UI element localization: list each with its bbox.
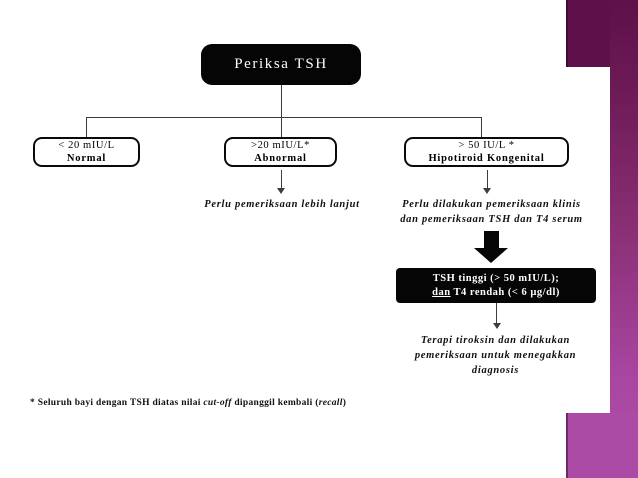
node-periksa-tsh: Periksa TSH	[201, 44, 361, 85]
annotation-conclusion-line2: pemeriksaan untuk menegakkan	[414, 350, 577, 362]
node-tsh-result: TSH tinggi (> 50 mIU/L); dan T4 rendah (…	[396, 268, 596, 303]
node-abnormal-line2: Abnormal	[254, 153, 307, 164]
connector-branch-bus	[86, 117, 481, 119]
connector-congenital-down	[486, 170, 488, 190]
annotation-abnormal: Perlu pemeriksaan lebih lanjut	[168, 197, 396, 212]
decoration-top-edge	[566, 0, 569, 67]
footnote: * Seluruh bayi dengan TSH diatas nilai c…	[30, 398, 346, 408]
decoration-bottom-edge	[566, 413, 569, 478]
thick-arrow-head	[474, 248, 508, 263]
node-hipotiroid-kongenital: > 50 IU/L * Hipotiroid Kongenital	[404, 137, 569, 167]
footnote-part3: )	[342, 398, 347, 408]
connector-result-down	[496, 303, 498, 325]
annotation-congenital-line2: dan pemeriksaan TSH dan T4 serum	[400, 214, 583, 226]
annotation-conclusion-line1: Terapi tiroksin dan dilakukan	[420, 335, 571, 346]
node-congenital-line1: > 50 IU/L *	[458, 139, 515, 151]
connector-abnormal-down	[280, 170, 282, 190]
flowchart: Periksa TSH < 20 mIU/L Normal >20 mIU/L*…	[30, 44, 613, 408]
footnote-part2: dipanggil kembali (	[231, 398, 319, 408]
node-result-line2-rest: T4 rendah (< 6 µg/dl)	[450, 286, 560, 298]
thick-down-arrow-icon	[474, 231, 509, 263]
decoration-bottom-right-block	[568, 413, 638, 478]
connector-to-congenital	[481, 117, 483, 137]
annotation-conclusion: Terapi tiroksin dan dilakukan pemeriksaa…	[378, 333, 613, 379]
connector-to-abnormal	[280, 117, 282, 137]
arrowhead-abnormal	[277, 188, 285, 194]
decoration-right-strip	[610, 0, 638, 478]
node-result-line1: TSH tinggi (> 50 mIU/L);	[432, 273, 560, 285]
footnote-marker: *	[30, 398, 36, 408]
footnote-italic-recall: recall	[318, 398, 343, 408]
annotation-congenital: Perlu dilakukan pemeriksaan klinis dan p…	[377, 197, 606, 227]
node-result-underlined-dan: dan	[432, 286, 451, 298]
thick-arrow-stem	[484, 231, 499, 248]
node-abnormal-line1: >20 mIU/L*	[251, 139, 310, 151]
node-normal-line1: < 20 mIU/L	[58, 139, 115, 151]
arrowhead-conclusion	[492, 323, 501, 329]
arrowhead-congenital	[483, 188, 491, 194]
node-normal: < 20 mIU/L Normal	[33, 137, 140, 167]
footnote-italic-cutoff: cut-off	[203, 398, 232, 408]
connector-to-normal	[86, 117, 88, 137]
node-congenital-line2: Hipotiroid Kongenital	[428, 153, 545, 164]
node-abnormal: >20 mIU/L* Abnormal	[224, 137, 337, 167]
annotation-conclusion-line3: diagnosis	[471, 365, 520, 377]
footnote-part1: Seluruh bayi dengan TSH diatas nilai	[35, 398, 204, 408]
node-normal-line2: Normal	[66, 153, 107, 164]
annotation-abnormal-text: Perlu pemeriksaan lebih lanjut	[204, 199, 360, 210]
connector-root-down	[280, 85, 282, 117]
node-result-line2: dan T4 rendah (< 6 µg/dl)	[432, 286, 560, 299]
node-periksa-tsh-label: Periksa TSH	[234, 56, 328, 73]
annotation-congenital-line1: Perlu dilakukan pemeriksaan klinis	[402, 199, 581, 210]
